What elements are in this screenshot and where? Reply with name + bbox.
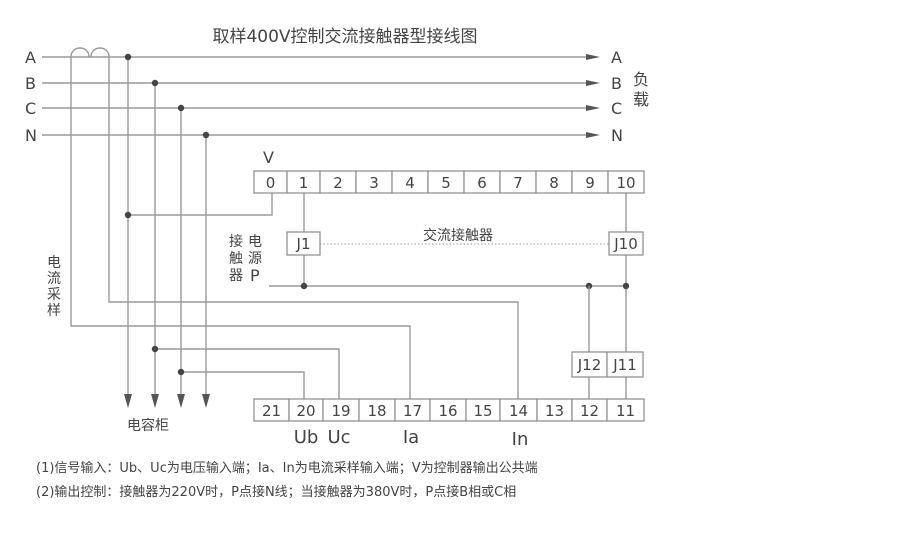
terminal-17: 17: [403, 402, 422, 420]
terminal-4: 4: [405, 174, 415, 192]
terminal-14: 14: [509, 402, 528, 420]
arrow-down-icon: [151, 394, 159, 408]
current-transformer-icon: [70, 47, 110, 58]
terminal-18: 18: [367, 402, 386, 420]
phase-label-c-left: C: [25, 99, 36, 118]
current-sampling-label-1: 电: [47, 255, 61, 271]
terminal-21: 21: [262, 402, 281, 420]
terminal-20: 20: [296, 402, 315, 420]
arrow-right-icon: [586, 132, 600, 138]
junction-dot: [202, 131, 210, 139]
note-output-control: (2)输出控制：接触器为220V时，P点接N线；当接触器为380V时，P点接B相…: [36, 485, 517, 500]
terminal-19: 19: [331, 402, 350, 420]
current-sampling-label-3: 采: [47, 287, 61, 303]
arrow-right-icon: [586, 80, 600, 86]
wire-b-to-uc: [155, 348, 340, 399]
arrow-right-icon: [586, 105, 600, 111]
terminal-1: 1: [299, 174, 309, 192]
junction-dot: [177, 368, 185, 376]
terminal-15: 15: [473, 402, 492, 420]
arrow-down-icon: [202, 394, 210, 408]
junction-dot: [622, 282, 630, 290]
phase-label-a-left: A: [25, 48, 36, 67]
wire-ct-to-ia: [70, 57, 411, 399]
load-label-2: 载: [633, 90, 649, 109]
wire-c-to-ub: [181, 371, 305, 399]
top-terminal-strip: 0 1 2 3 4 5 6 7 8 9 10: [253, 170, 645, 194]
wire-a-to-v: [128, 193, 273, 216]
terminal-3: 3: [369, 174, 379, 192]
relay-j1-label: J1: [296, 235, 311, 253]
note-signal-input: (1)信号输入：Ub、Uc为电压输入端；Ia、In为电流采样输入端；V为控制器输…: [36, 461, 538, 476]
terminal-5: 5: [441, 174, 451, 192]
relay-j10-label: J10: [613, 235, 638, 253]
bottom-terminal-strip: 21 20 19 18 17 16 15 14 13 12 11: [253, 398, 645, 422]
v-label: V: [263, 148, 274, 167]
arrow-right-icon: [586, 54, 600, 60]
contactor-power-label-c2-2: 源: [248, 251, 262, 267]
relay-j12-label: J12: [577, 356, 602, 374]
terminal-9: 9: [585, 174, 595, 192]
wire-ct-to-in: [108, 57, 519, 399]
terminal-10: 10: [616, 174, 635, 192]
arrow-down-icon: [177, 394, 185, 408]
junction-dot: [177, 104, 185, 112]
contactor-power-label-c1-3: 器: [229, 268, 243, 284]
phase-label-n-right: N: [611, 126, 623, 145]
junction-dot: [124, 211, 132, 219]
terminal-7: 7: [513, 174, 523, 192]
contactor-power-label-c2-1: 电: [248, 234, 262, 250]
relay-j1: J1: [286, 231, 321, 256]
terminal-8: 8: [549, 174, 559, 192]
contactor-power-label-c1-1: 接: [229, 233, 243, 250]
phase-label-c-right: C: [611, 99, 622, 118]
phase-label-a-right: A: [611, 48, 622, 67]
terminal-16: 16: [438, 402, 457, 420]
signal-label-in: In: [512, 429, 529, 450]
phase-bus-lines: [42, 54, 600, 138]
capacitor-cabinet-label: 电容柜: [127, 417, 169, 434]
terminal-6: 6: [477, 174, 487, 192]
contactor-label: 交流接触器: [423, 227, 493, 244]
signal-label-ia: Ia: [403, 427, 419, 448]
relay-j11: J11: [606, 351, 644, 378]
junction-dot: [151, 79, 159, 87]
contactor-power-label-c1-2: 触: [229, 251, 243, 267]
terminal-11: 11: [616, 402, 635, 420]
terminal-0: 0: [266, 174, 276, 192]
relay-j12: J12: [571, 351, 608, 378]
junction-dot: [151, 345, 159, 353]
load-label-1: 负: [633, 70, 649, 89]
phase-label-n-left: N: [25, 126, 37, 145]
terminal-2: 2: [333, 174, 343, 192]
p-point-label: P: [250, 266, 260, 285]
phase-label-b-right: B: [611, 74, 622, 93]
signal-label-ub: Ub: [294, 427, 319, 448]
current-sampling-label-2: 流: [47, 271, 61, 287]
junction-dot: [124, 53, 132, 61]
phase-label-b-left: B: [25, 74, 36, 93]
relay-j10: J10: [608, 231, 644, 256]
terminal-12: 12: [580, 402, 599, 420]
arrow-down-icon: [124, 394, 132, 408]
terminal-13: 13: [545, 402, 564, 420]
current-sampling-label-4: 样: [47, 303, 61, 319]
signal-label-uc: Uc: [327, 427, 350, 448]
junction-dot: [300, 282, 308, 290]
diagram-title: 取样400V控制交流接触器型接线图: [212, 27, 477, 47]
relay-j11-label: J11: [612, 356, 637, 374]
